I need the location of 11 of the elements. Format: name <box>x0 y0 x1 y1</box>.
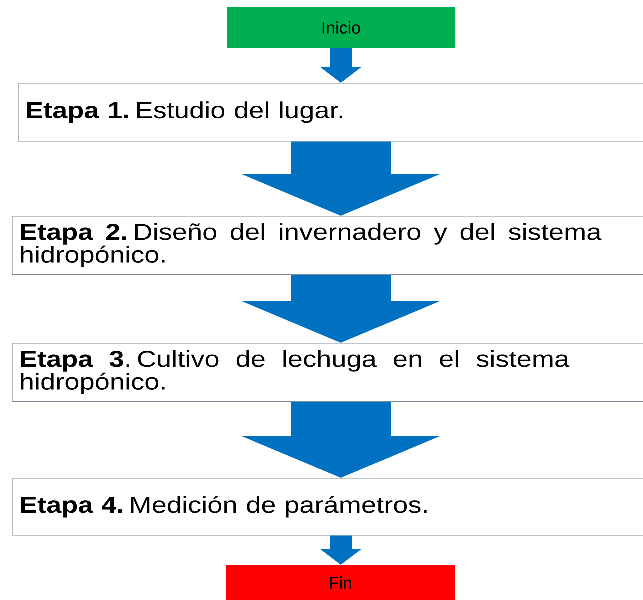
block-arrow <box>320 48 362 83</box>
block-arrow <box>241 274 441 343</box>
block-arrow <box>320 536 362 565</box>
block-arrow <box>241 402 441 478</box>
block-arrow <box>241 142 441 216</box>
process-box: Etapa 3. Cultivo de lechuga en el sistema hidropónico. <box>12 343 643 402</box>
end-box: Fin <box>226 565 456 600</box>
process-box: Etapa 1. Estudio del lugar. <box>18 83 643 142</box>
process-box: Etapa 4. Medición de parámetros. <box>12 478 643 536</box>
process-box: Etapa 2. Diseño del invernadero y del sistema hidropónico. <box>12 216 643 275</box>
start-box: Inicio <box>227 7 456 48</box>
